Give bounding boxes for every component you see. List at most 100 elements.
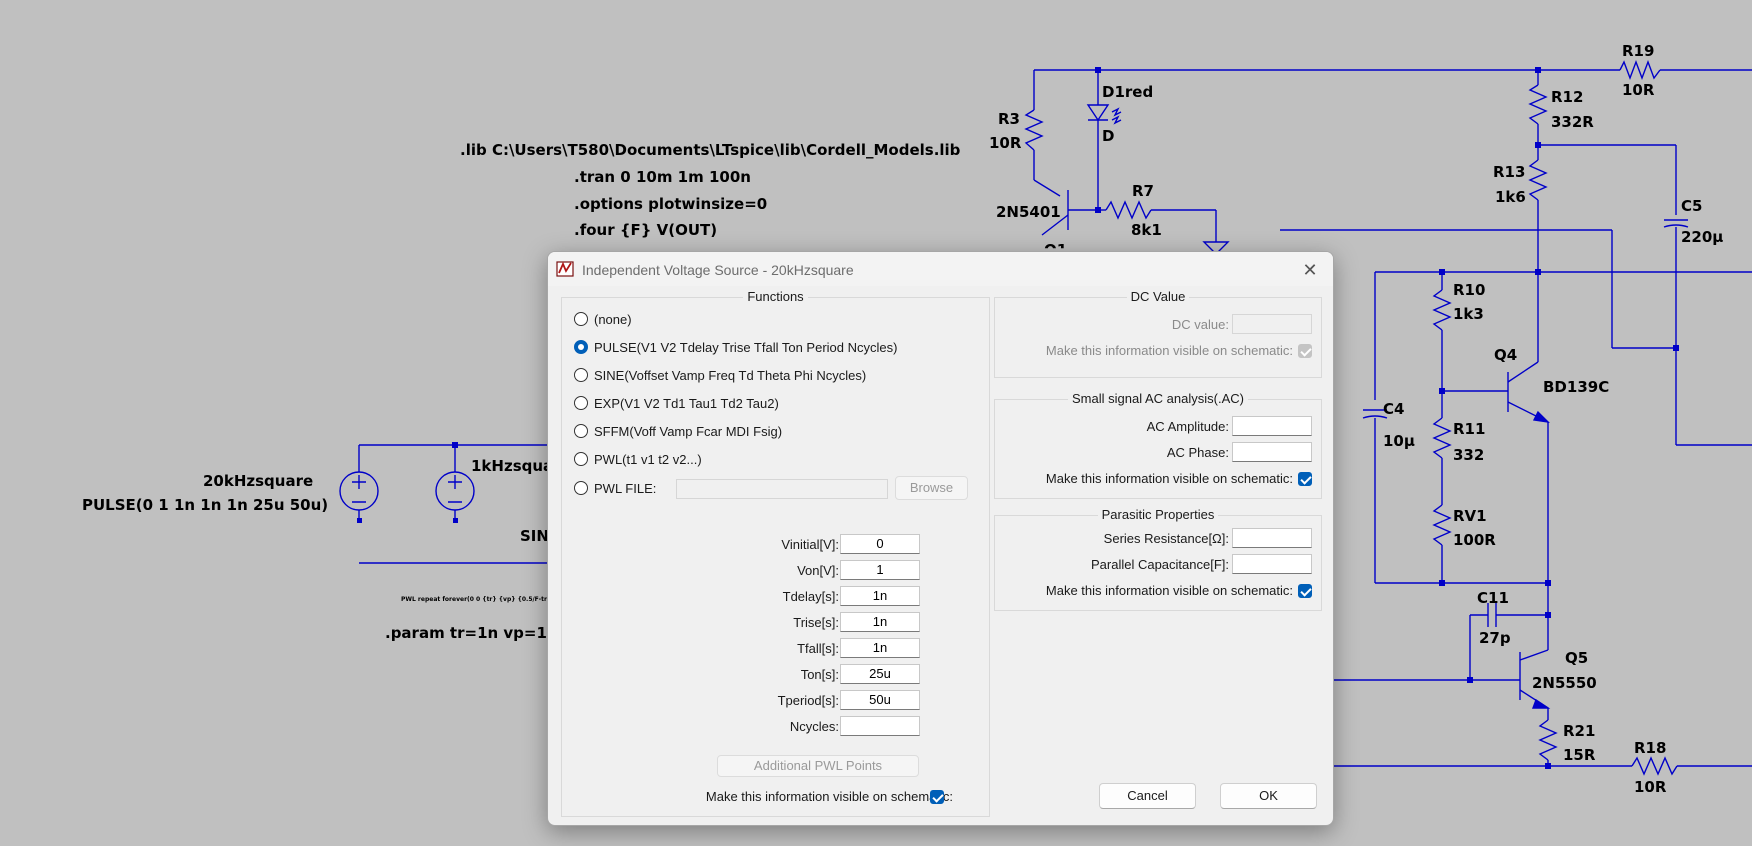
close-icon[interactable]: ✕ <box>1302 260 1318 280</box>
r19-label[interactable]: R19 <box>1622 42 1655 60</box>
radio-sffm[interactable]: SFFM(Voff Vamp Fcar MDI Fsig) <box>574 421 782 441</box>
r13-label[interactable]: R13 <box>1493 163 1526 181</box>
d1-label[interactable]: D1red <box>1102 83 1154 101</box>
radio-label: EXP(V1 V2 Td1 Tau1 Td2 Tau2) <box>594 395 779 411</box>
param-label-ton: Ton[s]: <box>800 667 839 682</box>
tperiod-input[interactable]: 50u <box>840 690 920 710</box>
spice-directive-four[interactable]: .four {F} V(OUT) <box>574 221 718 239</box>
radio-label: (none) <box>594 311 632 327</box>
param-label-trise: Trise[s]: <box>793 615 839 630</box>
von-input[interactable]: 1 <box>840 560 920 580</box>
source-20khz-name[interactable]: 20kHzsquare <box>203 472 314 490</box>
c4-value[interactable]: 10µ <box>1383 432 1415 450</box>
q-model-label[interactable]: 2N5401 <box>996 203 1061 221</box>
c5-label[interactable]: C5 <box>1681 197 1703 215</box>
rv1-value[interactable]: 100R <box>1453 531 1496 549</box>
cancel-button[interactable]: Cancel <box>1099 783 1196 809</box>
radio-label: PWL FILE: <box>594 480 657 496</box>
pwl-note[interactable]: PWL repeat forever(0 0 {tr} {vp} {0.5/F-… <box>401 596 552 603</box>
dc-visible-label: Make this information visible on schemat… <box>1045 343 1293 358</box>
radio-button[interactable] <box>574 424 588 438</box>
r11-value[interactable]: 332 <box>1453 446 1485 464</box>
q1-label-partial[interactable]: Q1 <box>1044 241 1068 259</box>
spice-directive-options[interactable]: .options plotwinsize=0 <box>574 195 768 213</box>
radio-button-selected[interactable] <box>574 340 588 354</box>
param-directive[interactable]: .param tr=1n vp=1.2 <box>385 624 564 642</box>
r13-value[interactable]: 1k6 <box>1495 188 1526 206</box>
q4-model[interactable]: BD139C <box>1543 378 1610 396</box>
tfall-input[interactable]: 1n <box>840 638 920 658</box>
series-resistance-label: Series Resistance[Ω]: <box>1103 531 1229 546</box>
d1-value[interactable]: D <box>1102 127 1115 145</box>
radio-pwl[interactable]: PWL(t1 v1 t2 v2...) <box>574 449 702 469</box>
radio-exp[interactable]: EXP(V1 V2 Td1 Tau1 Td2 Tau2) <box>574 393 779 413</box>
radio-button[interactable] <box>574 312 588 326</box>
parallel-capacitance-label: Parallel Capacitance[F]: <box>1090 557 1229 572</box>
c11-value[interactable]: 27p <box>1479 629 1511 647</box>
browse-button[interactable]: Browse <box>895 476 968 500</box>
r7-label[interactable]: R7 <box>1132 182 1154 200</box>
sine-source-label[interactable]: SIN <box>520 527 549 545</box>
additional-pwl-points-button[interactable]: Additional PWL Points <box>717 755 919 777</box>
r10-label[interactable]: R10 <box>1453 281 1486 299</box>
r11-label[interactable]: R11 <box>1453 420 1486 438</box>
dialog-titlebar[interactable]: Independent Voltage Source - 20kHzsquare… <box>548 252 1333 286</box>
rv1-label[interactable]: RV1 <box>1453 507 1487 525</box>
radio-none[interactable]: (none) <box>574 309 632 329</box>
dc-value-input[interactable] <box>1232 314 1312 334</box>
r3-value[interactable]: 10R <box>989 134 1022 152</box>
ac-visible-checkbox[interactable] <box>1298 472 1312 486</box>
radio-button[interactable] <box>574 481 588 495</box>
dc-visible-checkbox[interactable] <box>1298 344 1312 358</box>
radio-label: SINE(Voffset Vamp Freq Td Theta Phi Ncyc… <box>594 367 867 383</box>
parallel-capacitance-input[interactable] <box>1232 554 1312 574</box>
tdelay-input[interactable]: 1n <box>840 586 920 606</box>
q5-label[interactable]: Q5 <box>1565 649 1589 667</box>
r18-value[interactable]: 10R <box>1634 778 1667 796</box>
radio-button[interactable] <box>574 396 588 410</box>
trise-input[interactable]: 1n <box>840 612 920 632</box>
r7-value[interactable]: 8k1 <box>1131 221 1162 239</box>
c5-value[interactable]: 220µ <box>1681 228 1724 246</box>
dialog-title: Independent Voltage Source - 20kHzsquare <box>582 262 854 278</box>
r12-value[interactable]: 332R <box>1551 113 1594 131</box>
r3-label[interactable]: R3 <box>998 110 1020 128</box>
spice-directive-tran[interactable]: .tran 0 10m 1m 100n <box>574 168 751 186</box>
r19-value[interactable]: 10R <box>1622 81 1655 99</box>
ton-input[interactable]: 25u <box>840 664 920 684</box>
radio-label: PULSE(V1 V2 Tdelay Trise Tfall Ton Perio… <box>594 339 898 355</box>
r12-label[interactable]: R12 <box>1551 88 1584 106</box>
functions-visible-checkbox[interactable] <box>930 790 944 804</box>
series-resistance-input[interactable] <box>1232 528 1312 548</box>
radio-sine[interactable]: SINE(Voffset Vamp Freq Td Theta Phi Ncyc… <box>574 365 866 385</box>
q5-model[interactable]: 2N5550 <box>1532 674 1597 692</box>
spice-directive-lib[interactable]: .lib C:\Users\T580\Documents\LTspice\lib… <box>460 141 961 159</box>
r21-value[interactable]: 15R <box>1563 746 1596 764</box>
ltspice-app-icon <box>556 261 574 277</box>
r18-label[interactable]: R18 <box>1634 739 1667 757</box>
ac-phase-input[interactable] <box>1232 442 1312 462</box>
ac-amplitude-input[interactable] <box>1232 416 1312 436</box>
c4-label[interactable]: C4 <box>1383 400 1405 418</box>
pwl-file-path-input[interactable] <box>676 479 888 499</box>
source-1khz-name[interactable]: 1kHzsquar <box>471 457 561 475</box>
radio-button[interactable] <box>574 452 588 466</box>
parasitic-visible-checkbox[interactable] <box>1298 584 1312 598</box>
radio-button[interactable] <box>574 368 588 382</box>
vinitial-input[interactable]: 0 <box>840 534 920 554</box>
ok-button[interactable]: OK <box>1220 783 1317 809</box>
q4-label[interactable]: Q4 <box>1494 346 1518 364</box>
radio-pulse[interactable]: PULSE(V1 V2 Tdelay Trise Tfall Ton Perio… <box>574 337 897 357</box>
ac-amplitude-label: AC Amplitude: <box>1146 419 1229 434</box>
functions-group-title: Functions <box>743 289 808 304</box>
param-label-tdelay: Tdelay[s]: <box>782 589 839 604</box>
voltage-source-dialog: Independent Voltage Source - 20kHzsquare… <box>547 251 1334 826</box>
source-20khz-value[interactable]: PULSE(0 1 1n 1n 1n 25u 50u) <box>82 496 329 514</box>
ncycles-input[interactable] <box>840 716 920 736</box>
radio-label: PWL(t1 v1 t2 v2...) <box>594 451 702 467</box>
radio-pwl-file[interactable]: PWL FILE: <box>574 478 656 498</box>
c11-label[interactable]: C11 <box>1477 589 1509 607</box>
r10-value[interactable]: 1k3 <box>1453 305 1484 323</box>
r21-label[interactable]: R21 <box>1563 722 1596 740</box>
